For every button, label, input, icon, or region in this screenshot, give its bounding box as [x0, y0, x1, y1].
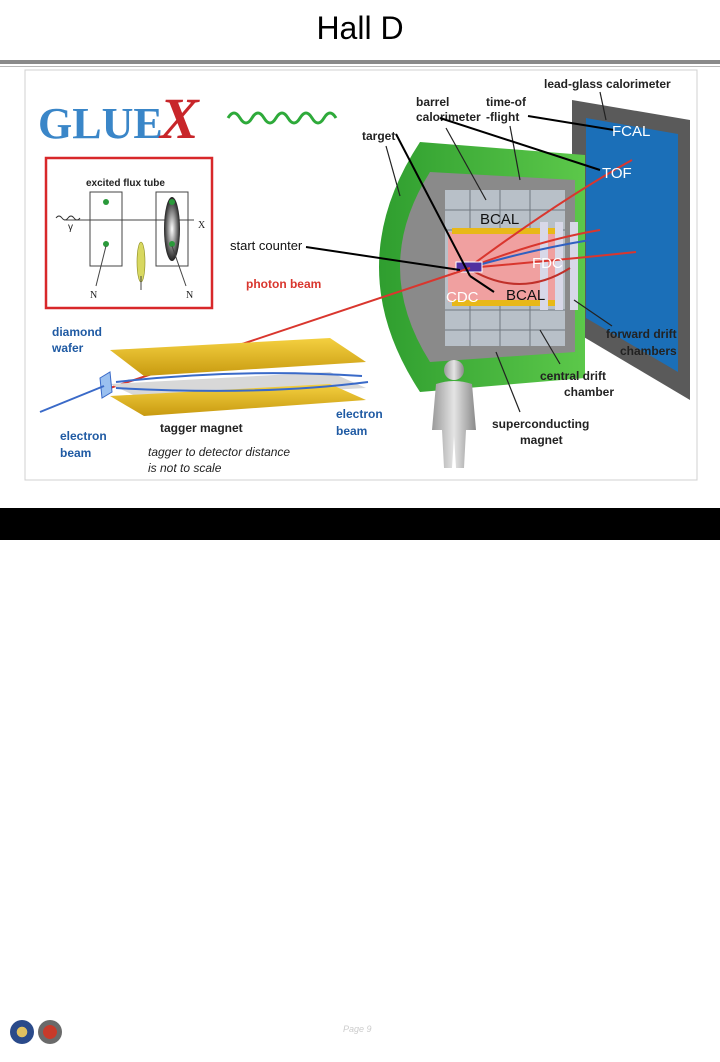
label-electron-beam-right: electron beam [336, 407, 386, 438]
person-scale-icon [432, 360, 476, 468]
footer-bar: Page 9 Jefferson Lab [0, 508, 720, 1061]
flux-tube-inset: excited flux tube γ X N N [44, 156, 214, 310]
overlay-bcal-top: BCAL [480, 211, 519, 228]
inset-x-label: X [198, 220, 206, 231]
label-photon-beam: photon beam [246, 277, 321, 291]
label-electron-beam-left-line1: electron [60, 429, 107, 443]
inset-title: excited flux tube [86, 178, 165, 189]
label-diamond-line1: diamond [52, 325, 102, 339]
logo-x-text: X [158, 86, 200, 151]
diagram-labels: lead-glass calorimeter barrel calorimete… [51, 77, 680, 475]
label-lead-glass: lead-glass calorimeter [544, 77, 671, 91]
label-scale-note: tagger to detector distance is not to sc… [148, 445, 293, 475]
title-divider-thin [0, 66, 720, 67]
title-divider [0, 60, 720, 64]
label-forward-drift-line2: chambers [620, 344, 677, 358]
label-forward-drift-line1: forward drift [606, 327, 677, 341]
leader-lines [385, 91, 613, 413]
label-target: target [362, 129, 395, 143]
label-barrel-cal-line2: calorimeter [416, 110, 481, 124]
lead-glass-calorimeter [572, 100, 690, 400]
label-tagger: tagger magnet [160, 421, 243, 435]
label-superconducting: superconducting magnet [492, 417, 593, 447]
label-forward-drift: forward drift chambers [606, 327, 680, 358]
slide-title: Hall D [316, 10, 404, 46]
doe-seal-icon [10, 1020, 34, 1044]
jefferson-lab-logo: Jefferson Lab [616, 1022, 693, 1061]
overlay-pointers [305, 115, 615, 293]
electron-beam-line [39, 385, 105, 413]
gluex-logo: GLUE X [38, 86, 338, 151]
label-electron-beam-right-line1: electron [336, 407, 383, 421]
inset-n-left: N [90, 290, 97, 301]
gluex-detector-diagram: GLUE X excited flux tube γ X N N [24, 69, 698, 481]
overlay-tof: TOF [602, 165, 632, 182]
label-central-drift: central drift chamber [540, 369, 614, 399]
label-barrel-cal: barrel calorimeter [416, 95, 481, 124]
label-tof-top: time-of -flight [486, 95, 529, 124]
overlay-cdc: CDC [446, 289, 479, 306]
overlay-start-counter: start counter [230, 238, 303, 253]
sura-logo-icon [38, 1020, 62, 1044]
label-tof-top-line1: time-of [486, 95, 527, 109]
label-superconducting-line2: magnet [520, 433, 563, 447]
inset-gamma-label: γ [68, 222, 73, 233]
label-scale-note-line2: is not to scale [148, 461, 222, 475]
diamond-wafer-icon [99, 371, 113, 399]
inset-n-right: N [186, 290, 193, 301]
label-tof-top-line2: -flight [486, 110, 519, 124]
overlay-bcal-bottom: BCAL [506, 287, 545, 304]
logo-glue-text: GLUE [38, 99, 163, 148]
label-scale-note-line1: tagger to detector distance [148, 445, 290, 459]
label-electron-beam-left: electron beam [60, 429, 110, 460]
label-diamond: diamond wafer [51, 325, 105, 355]
flux-tube-icon [164, 197, 180, 261]
label-barrel-cal-line1: barrel [416, 95, 449, 109]
tagger-magnet [110, 338, 369, 416]
overlay-labels: FCAL TOF BCAL start counter FDC CDC BCAL [230, 123, 650, 306]
overlay-fdc: FDC [532, 255, 563, 272]
label-diamond-line2: wafer [51, 341, 84, 355]
photon-wave-icon [226, 111, 338, 125]
page-number: Page 9 [343, 1024, 372, 1034]
label-central-drift-line2: chamber [564, 385, 614, 399]
label-superconducting-line1: superconducting [492, 417, 589, 431]
label-electron-beam-left-line2: beam [60, 446, 91, 460]
overlay-fcal: FCAL [612, 123, 650, 140]
label-central-drift-line1: central drift [540, 369, 606, 383]
label-electron-beam-right-line2: beam [336, 424, 367, 438]
